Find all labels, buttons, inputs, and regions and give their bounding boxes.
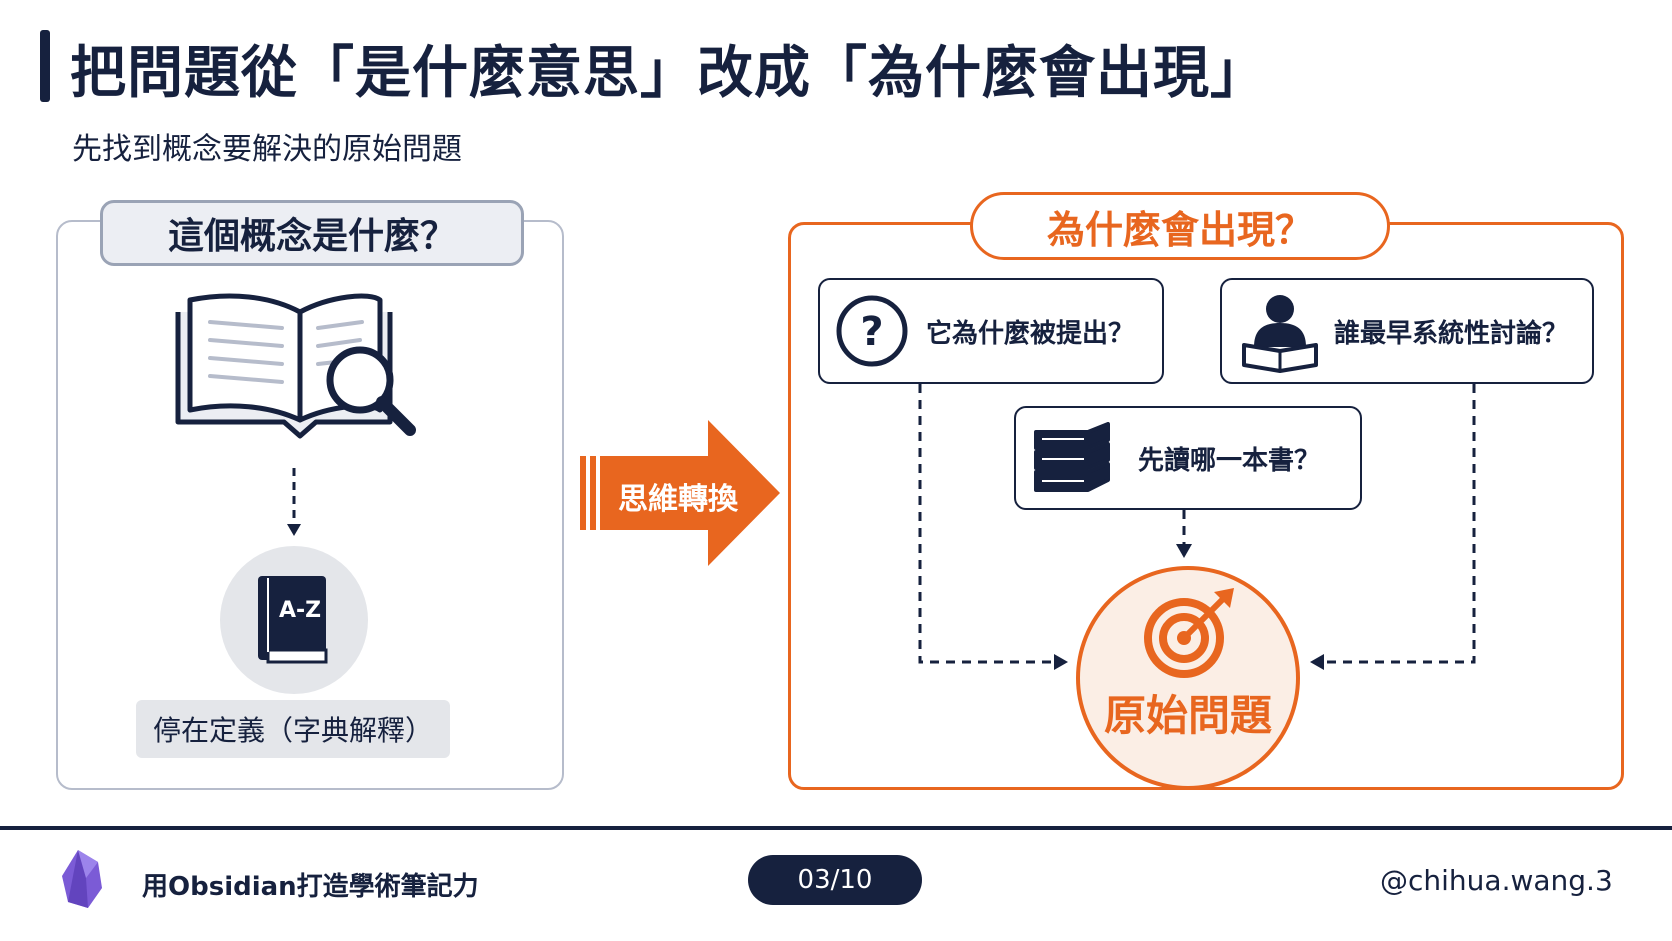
obsidian-logo-icon <box>62 850 102 908</box>
goal-label: 原始問題 <box>1103 691 1272 740</box>
question-circle-icon: ? <box>836 295 908 367</box>
dictionary-icon-text: A-Z <box>278 598 322 623</box>
origin-panel-heading: 為什麼會出現？ <box>970 192 1390 260</box>
target-icon <box>1144 588 1234 678</box>
footer-divider <box>0 826 1672 830</box>
person-reading-icon <box>1242 295 1318 373</box>
dashed-connectors <box>918 384 1476 670</box>
definition-panel-heading: 這個概念是什麼？ <box>100 200 524 266</box>
page-indicator: 03/10 <box>748 855 922 905</box>
author-handle: @chihua.wang.3 <box>1380 864 1613 897</box>
dashed-connector-arrow <box>287 468 301 536</box>
question-text: 它為什麼被提出？ <box>926 318 1135 349</box>
question-card-who-first: 誰最早系統性討論？ <box>1220 278 1594 384</box>
mindset-shift-arrow-icon <box>580 420 780 566</box>
open-book-magnifier-icon <box>175 293 416 439</box>
book-stack-icon <box>1034 422 1110 492</box>
page-title: 把問題從「是什麼意思」改成「為什麼會出現」 <box>70 41 1267 106</box>
svg-text:?: ? <box>860 309 883 355</box>
series-title: 用Obsidian打造學術筆記力 <box>142 872 479 902</box>
question-card-why-proposed: ? 它為什麼被提出？ <box>818 278 1164 384</box>
dictionary-icon <box>258 576 328 664</box>
question-text: 誰最早系統性討論？ <box>1334 318 1569 349</box>
title-accent-bar <box>40 30 50 102</box>
page-subtitle: 先找到概念要解決的原始問題 <box>72 132 462 167</box>
question-card-which-book: 先讀哪一本書？ <box>1014 406 1362 510</box>
mindset-shift-label: 思維轉換 <box>618 482 738 517</box>
question-text: 先讀哪一本書？ <box>1138 445 1321 476</box>
definition-label: 停在定義（字典解釋） <box>136 700 450 758</box>
